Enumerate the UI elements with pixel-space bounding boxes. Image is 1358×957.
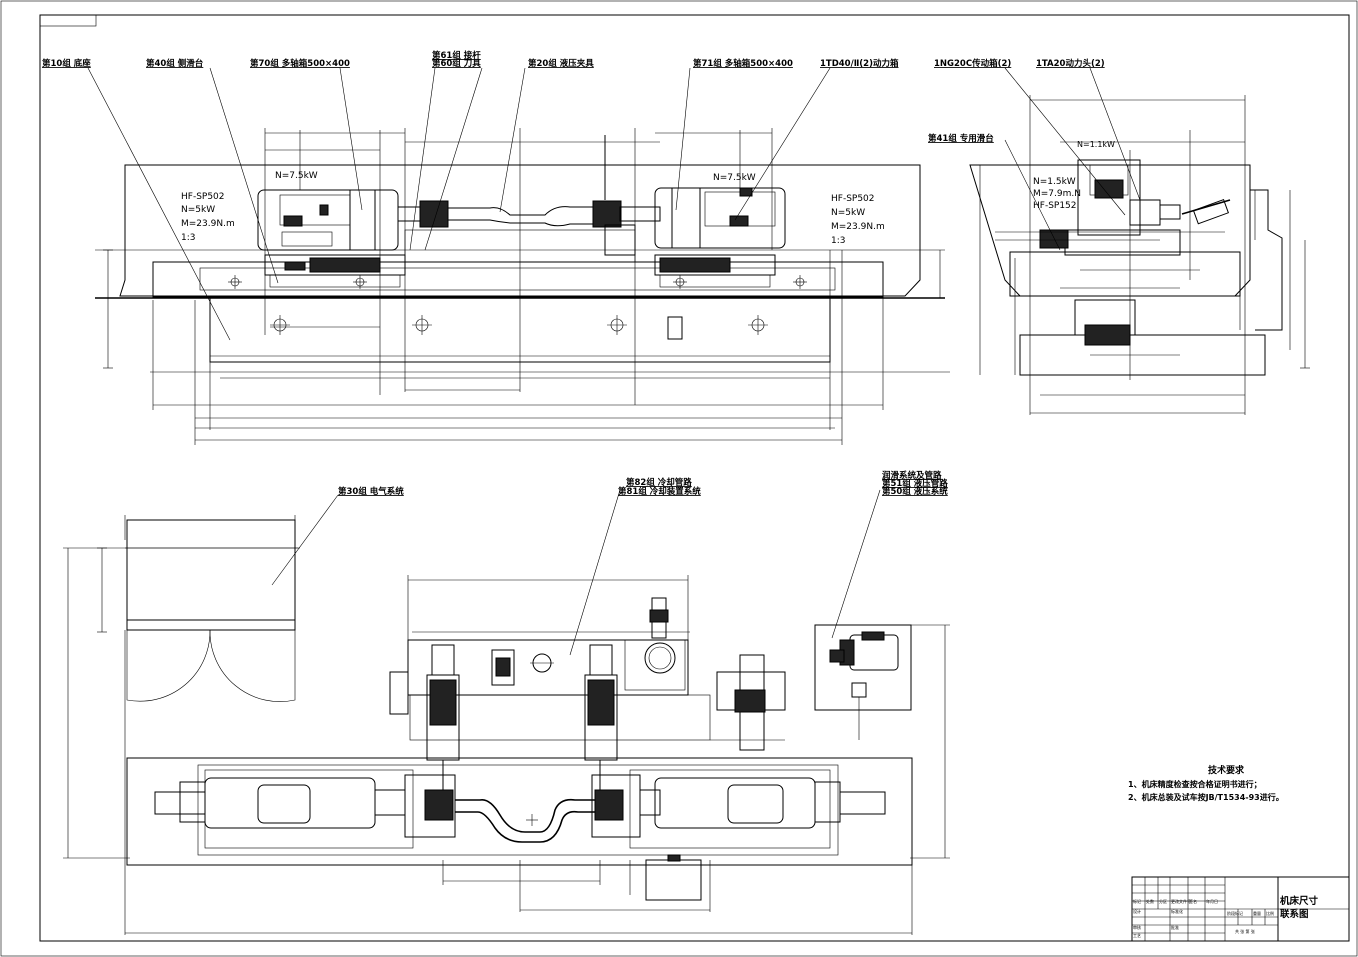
label-power-head: 1TA20动力头(2): [1036, 58, 1105, 69]
label-side-slide: 第40组 侧滑台: [146, 58, 204, 69]
label-cutter: 第60组 刀具: [432, 58, 481, 69]
drawing-title-line-1: 机床尺寸: [1280, 895, 1319, 907]
tb-scale: 比例: [1266, 910, 1274, 916]
tb-date: 年月日: [1206, 898, 1218, 904]
tech-line-2: 2、机床总装及试车按JB/T1534-93进行。: [1128, 792, 1284, 802]
technical-requirements: 技术要求 1、机床精度检查按合格证明书进行； 2、机床总装及试车按JB/T153…: [1128, 764, 1284, 802]
label-power-box: 1TD40/Ⅱ(2)动力箱: [820, 58, 899, 69]
tb-weight: 重量: [1253, 910, 1261, 916]
plan-view: [63, 489, 950, 935]
label-spindle-box-left: 第70组 多轴箱500×400: [250, 58, 350, 69]
tb-design: 设计: [1133, 908, 1141, 914]
title-block: 标记 处数 分区 更改文件号 签名 年月日 设计 标准化 审核 工艺 批准 阶段…: [1131, 876, 1350, 942]
label-hydraulic-system: 第50组 液压系统: [882, 486, 948, 497]
side-motor-power: N=1.5kW: [1033, 177, 1076, 187]
label-spindle-box-right: 第71组 多轴箱500×400: [693, 58, 793, 69]
left-motor-torque: M=23.9N.m: [181, 219, 235, 229]
label-base: 第10组 底座: [42, 58, 91, 69]
left-motor-ratio: 1:3: [181, 233, 195, 243]
tech-line-1: 1、机床精度检查按合格证明书进行；: [1128, 779, 1262, 790]
label-lubrication: 润滑系统及管路: [882, 470, 942, 481]
right-motor-ratio: 1:3: [831, 236, 845, 246]
front-view: [87, 67, 950, 445]
tb-approve: 批准: [1171, 924, 1179, 930]
part-labels: 第10组 底座 第40组 侧滑台 第70组 多轴箱500×400 第61组 接杆…: [42, 50, 1105, 497]
right-motor-torque: M=23.9N.m: [831, 222, 885, 232]
tb-standard: 标准化: [1171, 908, 1183, 914]
label-electrical: 第30组 电气系统: [338, 486, 404, 497]
tb-mark: 标记: [1133, 898, 1141, 904]
tb-change-doc: 更改文件号: [1171, 898, 1191, 904]
right-motor-model: HF-SP502: [831, 194, 875, 204]
label-extension-rod: 第61组 接杆: [432, 50, 481, 61]
label-hydraulic-pipe: 第51组 液压管路: [882, 478, 948, 489]
right-power-rating: N=7.5kW: [713, 173, 756, 183]
label-drive-box: 1NG20C传动箱(2): [934, 58, 1011, 69]
tb-signature: 签名: [1189, 898, 1197, 904]
tb-review: 审核: [1133, 924, 1141, 930]
tb-stage: 阶段标记: [1227, 910, 1243, 916]
label-coolant-pipe: 第82组 冷却管路: [626, 477, 692, 488]
tb-zone: 分区: [1159, 898, 1167, 904]
drawing-title-line-2: 联系图: [1280, 908, 1309, 920]
label-coolant-system: 第81组 冷却装置系统: [618, 486, 701, 497]
label-special-slide: 第41组 专用滑台: [928, 133, 994, 144]
tb-count: 处数: [1146, 898, 1154, 904]
left-motor-power: N=5kW: [181, 205, 215, 215]
right-motor-power: N=5kW: [831, 208, 865, 218]
tb-sheets: 共 张 第 张: [1235, 928, 1255, 934]
side-top-power: N=1.1kW: [1077, 140, 1115, 149]
side-motor-torque: M=7.9m.N: [1033, 189, 1081, 199]
drawing-border: [39, 14, 1350, 942]
side-motor-model: HF-SP152: [1033, 201, 1077, 211]
motor-specs: N=7.5kW N=7.5kW HF-SP502 N=5kW M=23.9N.m…: [181, 140, 1115, 246]
label-hydraulic-fixture: 第20组 液压夹具: [528, 58, 594, 69]
tech-title: 技术要求: [1208, 764, 1245, 776]
left-motor-model: HF-SP502: [181, 192, 225, 202]
left-power-rating: N=7.5kW: [275, 171, 318, 181]
tb-process: 工艺: [1133, 933, 1141, 938]
side-view: [969, 67, 1310, 415]
